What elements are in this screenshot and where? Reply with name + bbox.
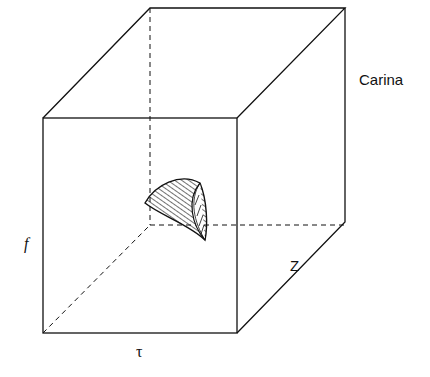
top-face	[43, 8, 345, 118]
box-edges	[43, 8, 345, 333]
axis-label: τ	[136, 344, 142, 360]
title-label: Carina	[359, 72, 403, 87]
right-face	[237, 8, 345, 333]
hidden-edges	[43, 8, 345, 333]
carina-surface	[145, 179, 207, 240]
axis-label: f	[24, 236, 28, 252]
axis-label: Z	[290, 258, 299, 273]
